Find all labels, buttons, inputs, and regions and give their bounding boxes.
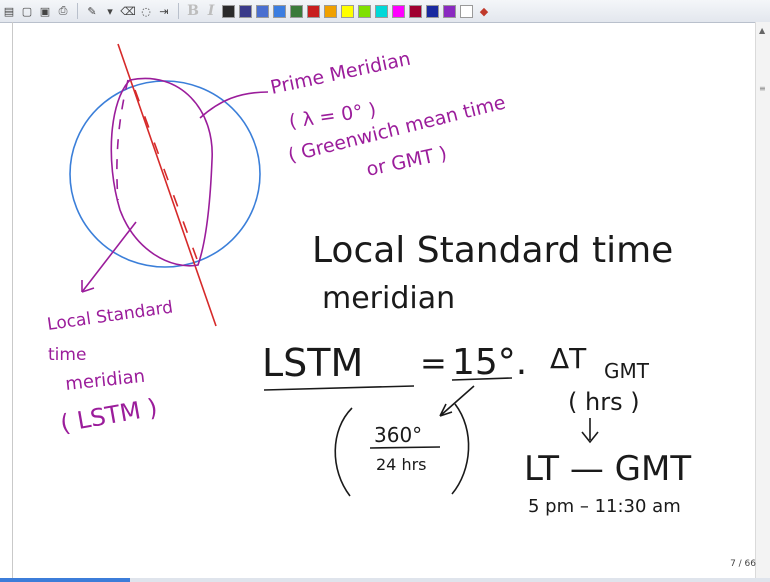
lstm-pointer (81, 221, 137, 293)
local-standard-label: Local Standard (46, 297, 174, 334)
times-text: 5 pm – 11:30 am (528, 496, 681, 517)
lstm-paren-label: ( LSTM ) (58, 393, 159, 438)
time-label: time (48, 345, 86, 365)
lt-gmt-text: LT — GMT (524, 449, 691, 489)
color-picker-icon[interactable]: ◆ (479, 4, 489, 18)
delta-t-text: ΔT (550, 342, 587, 375)
fifteen-degree-text: 15°. (452, 342, 527, 383)
equals-sign: = (420, 344, 447, 382)
toolbar: ▤ ▢ ▣ ⎙ ✎ ▾ ⌫ ◌ ⇥ B I ◆ (0, 0, 770, 23)
highlighter-icon[interactable]: ▾ (107, 4, 113, 18)
back-meridian-dashed (116, 79, 129, 201)
hidden-axis-dashed (134, 89, 199, 263)
fraction-numerator: 360° (374, 423, 422, 447)
italic-button[interactable]: I (207, 3, 215, 19)
print-icon[interactable]: ⎙ (58, 4, 68, 17)
lstm-text: LSTM (262, 341, 363, 385)
down-arrow (581, 418, 599, 444)
fraction-denominator: 24 hrs (376, 455, 427, 474)
lasso-icon[interactable]: ◌ (141, 4, 151, 18)
or-gmt-label: or GMT ) (364, 142, 448, 180)
color-swatch[interactable] (375, 4, 388, 18)
color-swatch[interactable] (443, 4, 456, 18)
bottom-status-bar (0, 578, 770, 582)
color-swatch[interactable] (392, 4, 405, 18)
color-swatch[interactable] (358, 4, 371, 18)
lstm-arrowhead (81, 280, 95, 293)
pen-icon[interactable]: ✎ (87, 4, 97, 18)
hrs-text: ( hrs ) (568, 388, 640, 416)
color-palette (220, 4, 475, 18)
color-swatch[interactable] (324, 4, 337, 18)
gmt-subscript: GMT (604, 359, 650, 383)
fifteen-underline (451, 377, 513, 381)
scroll-thumb-icon[interactable]: ≡ (759, 84, 766, 93)
fraction-left-paren (334, 407, 353, 497)
color-swatch[interactable] (409, 4, 422, 18)
page-left-border (12, 22, 13, 578)
color-swatch[interactable] (290, 4, 303, 18)
scroll-up-icon[interactable]: ▲ (759, 26, 766, 35)
color-swatch[interactable] (256, 4, 269, 18)
fraction-right-paren (451, 403, 470, 495)
color-swatch[interactable] (426, 4, 439, 18)
bold-button[interactable]: B (187, 3, 199, 19)
lstm-underline (263, 385, 415, 391)
meridian-curve (110, 77, 213, 267)
vertical-scrollbar[interactable]: ▲ ≡ (755, 22, 770, 578)
color-swatch[interactable] (460, 4, 473, 18)
toolbar-separator (178, 3, 179, 19)
pages-icon[interactable]: ▤ (3, 4, 15, 18)
heading-line1: Local Standard time (312, 230, 673, 271)
color-swatch[interactable] (273, 4, 286, 18)
new-page-icon[interactable]: ▢ (21, 4, 33, 18)
fraction-arrow (439, 385, 475, 417)
color-swatch[interactable] (307, 4, 320, 18)
save-icon[interactable]: ▣ (39, 4, 51, 18)
prime-meridian-pointer (199, 91, 269, 119)
page-progress (0, 578, 130, 582)
color-swatch[interactable] (341, 4, 354, 18)
prime-meridian-label: Prime Meridian (268, 48, 412, 99)
color-swatch[interactable] (222, 4, 235, 18)
page-indicator: 7 / 66 (730, 559, 756, 569)
heading-line2: meridian (322, 281, 455, 316)
fraction-bar (369, 446, 441, 449)
meridian-axis-line (117, 43, 217, 327)
insert-space-icon[interactable]: ⇥ (159, 4, 169, 18)
meridian-label: meridian (64, 366, 146, 395)
whiteboard-canvas[interactable]: Prime Meridian ( λ = 0° ) ( Greenwich me… (0, 22, 770, 578)
color-swatch[interactable] (239, 4, 252, 18)
drawing-layer: Prime Meridian ( λ = 0° ) ( Greenwich me… (46, 43, 691, 517)
eraser-icon[interactable]: ⌫ (120, 4, 136, 18)
toolbar-separator (77, 3, 78, 19)
